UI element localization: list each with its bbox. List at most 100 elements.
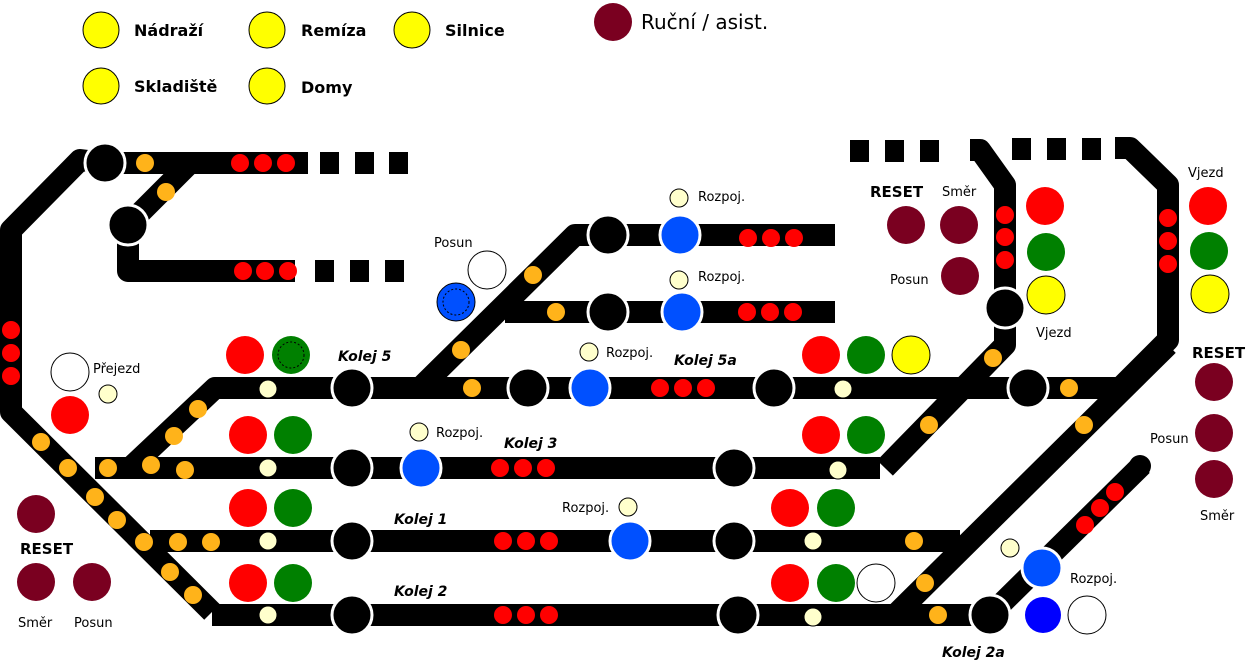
control-button[interactable]: [1195, 460, 1233, 498]
signal-green-button[interactable]: [847, 416, 885, 454]
route-indicator: [86, 488, 104, 506]
signal-red-button[interactable]: [229, 564, 267, 602]
switch-button[interactable]: [716, 593, 760, 637]
legend-nadrazi: Nádraží: [134, 21, 205, 40]
occupancy-indicator: [514, 459, 532, 477]
signal-green-button[interactable]: [817, 564, 855, 602]
control-button[interactable]: [1195, 414, 1233, 452]
switch-button[interactable]: [330, 519, 374, 563]
signal-red-button[interactable]: [771, 489, 809, 527]
inactive-button[interactable]: [1067, 595, 1107, 635]
uncouple-button[interactable]: [399, 446, 443, 490]
vjezd-label: Vjezd: [1188, 166, 1224, 181]
switch-button[interactable]: [330, 593, 374, 637]
control-button[interactable]: [17, 495, 55, 533]
legend-light-button[interactable]: [393, 11, 431, 49]
occupancy-indicator: [540, 606, 558, 624]
switch-button[interactable]: [586, 213, 630, 257]
route-indicator: [136, 154, 154, 172]
switch-button[interactable]: [586, 290, 630, 334]
legend-light-button[interactable]: [248, 11, 286, 49]
kolej5-label: Kolej 5: [338, 349, 392, 365]
uncouple-button[interactable]: [608, 519, 652, 563]
switch-button[interactable]: [752, 366, 796, 410]
inactive-button[interactable]: [467, 250, 507, 290]
route-indicator: [176, 461, 194, 479]
switch-button[interactable]: [106, 203, 150, 247]
inactive-button[interactable]: [856, 563, 896, 603]
control-button[interactable]: [1195, 363, 1233, 401]
signal-red-button[interactable]: [802, 336, 840, 374]
signal-green-button[interactable]: [274, 416, 312, 454]
kolej1-label: Kolej 1: [394, 512, 447, 528]
switch-button[interactable]: [83, 141, 127, 185]
switch-button[interactable]: [712, 519, 756, 563]
signal-green-button[interactable]: [274, 564, 312, 602]
signal-green-button[interactable]: [1190, 232, 1228, 270]
switch-button[interactable]: [506, 366, 550, 410]
rozpoj-label: Rozpoj.: [606, 346, 653, 361]
track-end-block: [885, 140, 904, 162]
control-button[interactable]: [941, 257, 979, 295]
signal-red-button[interactable]: [51, 396, 89, 434]
signal-yellow-button[interactable]: [1190, 274, 1230, 314]
route-indicator: [161, 563, 179, 581]
inactive-button[interactable]: [50, 352, 90, 392]
signal-red-button[interactable]: [1189, 187, 1227, 225]
route-indicator: [184, 586, 202, 604]
legend-light-button[interactable]: [82, 67, 120, 105]
switch-button[interactable]: [983, 286, 1027, 330]
route-indicator: [59, 459, 77, 477]
rozpoj-label: Rozpoj.: [436, 426, 483, 441]
control-button[interactable]: [17, 563, 55, 601]
route-indicator: [157, 183, 175, 201]
uncouple-button[interactable]: [660, 290, 704, 334]
signal-green-button[interactable]: [1027, 233, 1065, 271]
signal-yellow-button[interactable]: [1026, 275, 1066, 315]
legend-light-button[interactable]: [82, 11, 120, 49]
control-button[interactable]: [887, 206, 925, 244]
occupancy-indicator: [1159, 232, 1177, 250]
legend-light-button[interactable]: [248, 67, 286, 105]
occupancy-indicator: [277, 154, 295, 172]
signal-green-button[interactable]: [274, 489, 312, 527]
route-indicator: [1075, 416, 1093, 434]
switch-button[interactable]: [330, 366, 374, 410]
shunt-button[interactable]: [436, 282, 476, 322]
signal-red-button[interactable]: [229, 416, 267, 454]
switch-button[interactable]: [1006, 366, 1050, 410]
uncouple-button[interactable]: [658, 213, 702, 257]
signal-red-button[interactable]: [229, 489, 267, 527]
track-end-block: [355, 152, 374, 174]
switch-indicator: [409, 422, 429, 442]
signal-yellow-button[interactable]: [891, 335, 931, 375]
track-end-cap: [1129, 455, 1151, 477]
occupancy-indicator: [739, 229, 757, 247]
posun-label: Posun: [1150, 432, 1189, 447]
switch-button[interactable]: [330, 446, 374, 490]
occupancy-indicator: [491, 459, 509, 477]
track-end-block: [1012, 138, 1031, 160]
signal-green-button[interactable]: [817, 489, 855, 527]
signal-red-button[interactable]: [802, 416, 840, 454]
uncouple-button[interactable]: [1020, 546, 1064, 590]
switch-button[interactable]: [712, 446, 756, 490]
control-button[interactable]: [594, 3, 632, 41]
occupancy-indicator: [537, 459, 555, 477]
uncouple-button[interactable]: [568, 366, 612, 410]
occupancy-indicator: [651, 379, 669, 397]
switch-indicator: [618, 497, 638, 517]
switch-button[interactable]: [968, 593, 1012, 637]
route-indicator: [929, 606, 947, 624]
signal-green-button[interactable]: [272, 336, 310, 374]
control-button[interactable]: [73, 563, 111, 601]
route-indicator: [202, 533, 220, 551]
signal-green-button[interactable]: [847, 336, 885, 374]
uncouple-button[interactable]: [1025, 597, 1061, 633]
signal-red-button[interactable]: [771, 564, 809, 602]
signal-red-button[interactable]: [226, 336, 264, 374]
signal-red-button[interactable]: [1026, 187, 1064, 225]
posun-label: Posun: [890, 273, 929, 288]
control-button[interactable]: [940, 206, 978, 244]
